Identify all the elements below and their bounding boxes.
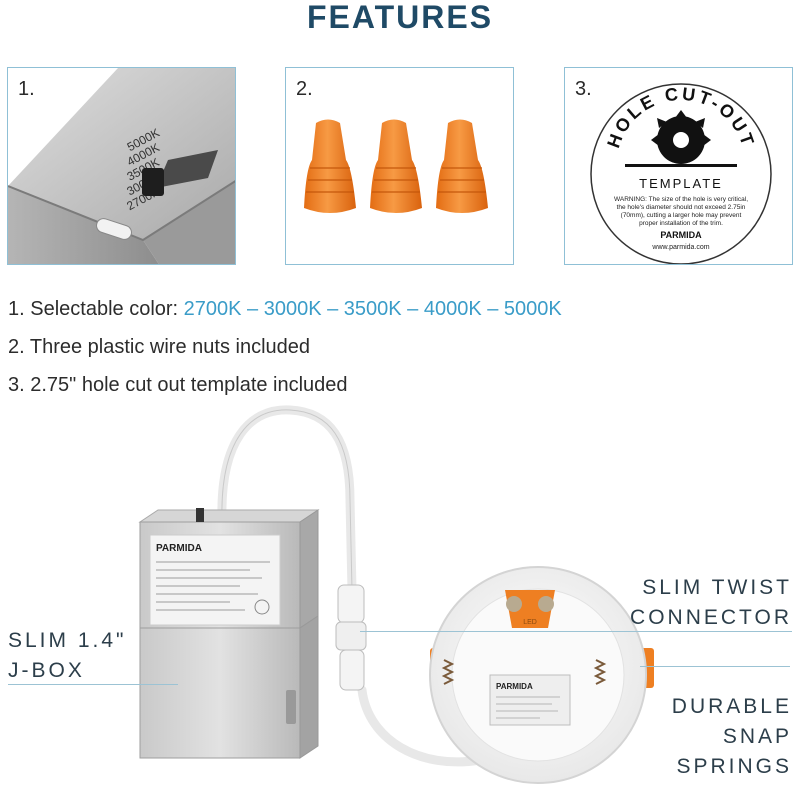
saw-blade-icon (625, 110, 737, 167)
callout-line: SNAP (722, 725, 792, 748)
jbox-leader-line (8, 684, 178, 685)
panel-number: 1. (18, 78, 35, 100)
jbox-callout: SLIM 1.4" J-BOX (8, 626, 127, 686)
callout-line: DURABLE (671, 695, 792, 718)
template-circle (590, 83, 772, 264)
connector-leader-line (360, 631, 792, 632)
certification-mark-icon (254, 599, 270, 615)
feature-panel-cutout-template: 3. HOLE CUT-OUT TEMPLATE WARNING: The si… (564, 67, 793, 265)
template-warning-line: (70mm), cutting a larger hole may preven… (621, 212, 742, 219)
product-illustration: PARMIDA LED PARMIDA (138, 405, 654, 784)
feature-item-text: 1. Selectable color: (8, 298, 184, 320)
light-label-sticker (489, 674, 571, 726)
light-brand-logo: PARMIDA (496, 682, 533, 691)
feature-item-wire-nuts: 2. Three plastic wire nuts included (8, 336, 311, 358)
panel-number: 3. (575, 78, 592, 100)
template-url: www.parmida.com (651, 244, 709, 251)
panel-number: 2. (296, 78, 313, 100)
twist-connector (335, 584, 367, 691)
template-label: TEMPLATE (639, 176, 723, 191)
callout-line: SLIM 1.4" (8, 629, 127, 652)
wire-nuts-image (304, 119, 488, 213)
led-panel-light: LED PARMIDA (429, 566, 654, 784)
feature-panel-color-switch: 1. 5000K 4000K 3500K 3000K 2700K (7, 67, 236, 265)
wire-nut (370, 119, 422, 213)
cutout-template-image: HOLE CUT-OUT TEMPLATE WARNING: The size … (590, 83, 772, 264)
feature-item-template: 3. 2.75" hole cut out template included (8, 374, 348, 396)
jbox-brand-logo: PARMIDA (156, 543, 202, 554)
template-warning-line: the hole's diameter should not exceed 2.… (617, 204, 746, 211)
color-switch-image: 5000K 4000K 3500K 3000K 2700K (8, 68, 235, 264)
springs-leader-line (640, 666, 790, 667)
page-title: FEATURES (306, 0, 494, 35)
callout-line: J-BOX (8, 659, 85, 682)
feature-item-color: 1. Selectable color: 2700K – 3000K – 350… (8, 292, 562, 330)
color-temperature-range: 2700K – 3000K – 3500K – 4000K – 5000K (183, 298, 562, 320)
springs-callout: DURABLE SNAP SPRINGS (672, 692, 792, 782)
feature-list: 1. Selectable color: 2700K – 3000K – 350… (8, 292, 562, 406)
callout-line: SPRINGS (676, 755, 792, 778)
connector-callout: SLIM TWIST CONNECTOR (630, 573, 792, 633)
junction-box: PARMIDA (138, 508, 320, 759)
template-warning-line: proper installation of the trim. (639, 220, 723, 227)
template-brand-logo: PARMIDA (660, 230, 702, 240)
feature-panel-wire-nuts: 2. (285, 67, 514, 265)
callout-line: SLIM TWIST (642, 576, 792, 599)
cct-slider-knob (142, 168, 164, 196)
callout-line: CONNECTOR (630, 606, 792, 629)
template-warning-line: WARNING: The size of the hole is very cr… (614, 196, 748, 203)
svg-text:LED: LED (523, 619, 537, 626)
wire-nut (304, 119, 356, 213)
wire-nut (436, 119, 488, 213)
